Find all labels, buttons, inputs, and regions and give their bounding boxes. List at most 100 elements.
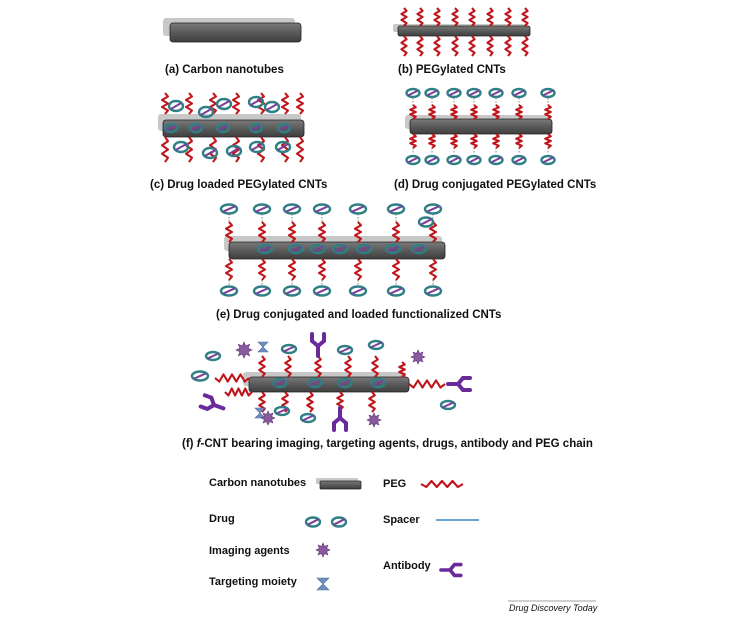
panel-b: (b) PEGylated CNTs — [393, 24, 531, 76]
drug-slash — [334, 245, 346, 253]
drug-ring — [405, 154, 421, 166]
imaging-agent — [235, 341, 253, 359]
antibody — [198, 393, 226, 412]
drug-slash — [290, 245, 302, 253]
imaging-agent — [366, 412, 382, 428]
drug-slash — [218, 100, 230, 108]
drug-ring — [466, 154, 482, 166]
drug-molecule — [252, 285, 272, 297]
drug-molecule — [280, 343, 298, 355]
peg-chain — [287, 258, 297, 281]
drug-ring — [280, 343, 298, 355]
peg-chain — [486, 7, 494, 27]
drug-ring — [307, 377, 323, 389]
drug-molecule — [304, 516, 322, 528]
drug-molecule — [225, 144, 243, 158]
drug-molecule — [446, 87, 462, 99]
drug-molecule — [424, 154, 440, 166]
legend-label-spacer: Spacer — [383, 514, 420, 526]
peg-chain — [295, 136, 305, 163]
peg-chain — [224, 258, 234, 281]
drug-molecule — [248, 140, 266, 154]
peg-chain — [306, 391, 314, 413]
drug-ring — [219, 285, 239, 297]
drug-ring — [424, 154, 440, 166]
drug-molecule — [276, 122, 292, 134]
drug-slash — [442, 401, 454, 409]
drug-ring — [405, 87, 421, 99]
peg-chain — [280, 92, 290, 115]
drug-ring — [424, 87, 440, 99]
peg-chain — [344, 355, 352, 378]
drug-slash — [468, 89, 480, 97]
drug-ring — [540, 154, 556, 166]
drug-slash — [283, 345, 295, 353]
drug-ring — [410, 243, 428, 255]
peg-chain — [258, 391, 266, 413]
drug-ring — [248, 122, 264, 134]
drug-molecule — [247, 95, 265, 109]
drug-molecule — [439, 399, 457, 411]
drug-molecule — [273, 405, 291, 417]
peg-chain — [450, 133, 458, 149]
drug-slash — [191, 124, 201, 132]
drug-ring — [215, 97, 233, 111]
drug-ring — [287, 243, 305, 255]
peg-chain — [184, 136, 194, 163]
peg-chain — [521, 35, 529, 57]
drug-slash — [285, 205, 299, 213]
drug-ring — [247, 95, 265, 109]
legend-label-carbon-nanotubes: Carbon nanotubes — [209, 477, 306, 489]
drug-ring — [197, 105, 215, 119]
drug-ring — [188, 122, 204, 134]
drug-molecule — [540, 154, 556, 166]
caption-f-rest: -CNT bearing imaging, targeting agents, … — [201, 438, 593, 450]
imaging-agent — [315, 542, 331, 558]
drug-molecule — [282, 203, 302, 215]
targeting-moiety — [257, 341, 269, 353]
drug-slash — [339, 379, 351, 387]
drug-ring — [273, 405, 291, 417]
drug-molecule — [163, 122, 179, 134]
peg-chain — [184, 92, 194, 115]
peg-chain — [371, 355, 379, 378]
drug-slash — [302, 414, 314, 422]
peg-chain — [451, 7, 459, 27]
drug-ring — [367, 339, 385, 351]
peg-chain — [486, 35, 494, 57]
imaging-agent — [410, 349, 426, 365]
drug-slash — [222, 287, 236, 295]
peg-chain — [224, 221, 234, 243]
drug-ring — [384, 243, 402, 255]
drug-molecule — [386, 203, 406, 215]
drug-slash — [542, 156, 554, 164]
drug-slash — [277, 143, 289, 151]
drug-slash — [351, 287, 365, 295]
peg-chain — [317, 258, 327, 281]
drug-molecule — [386, 285, 406, 297]
drug-molecule — [417, 216, 435, 228]
drug-ring — [274, 140, 292, 154]
drug-ring — [336, 344, 354, 356]
drug-slash — [490, 156, 502, 164]
peg-chain — [231, 136, 241, 163]
drug-molecule — [330, 516, 348, 528]
drug-ring — [337, 377, 353, 389]
drug-slash — [251, 143, 263, 151]
drug-molecule — [466, 87, 482, 99]
peg-chain — [257, 221, 267, 243]
peg-chain — [280, 136, 290, 163]
drug-molecule — [336, 344, 354, 356]
peg-chain — [231, 92, 241, 115]
drug-slash — [307, 518, 319, 526]
drug-molecule — [167, 99, 185, 113]
drug-ring — [219, 203, 239, 215]
peg-chain — [433, 35, 441, 57]
antibody — [332, 406, 348, 432]
peg-chain — [409, 133, 417, 149]
drug-ring — [348, 203, 368, 215]
drug-molecule — [201, 146, 219, 160]
drug-ring — [355, 243, 373, 255]
drug-slash — [309, 379, 321, 387]
